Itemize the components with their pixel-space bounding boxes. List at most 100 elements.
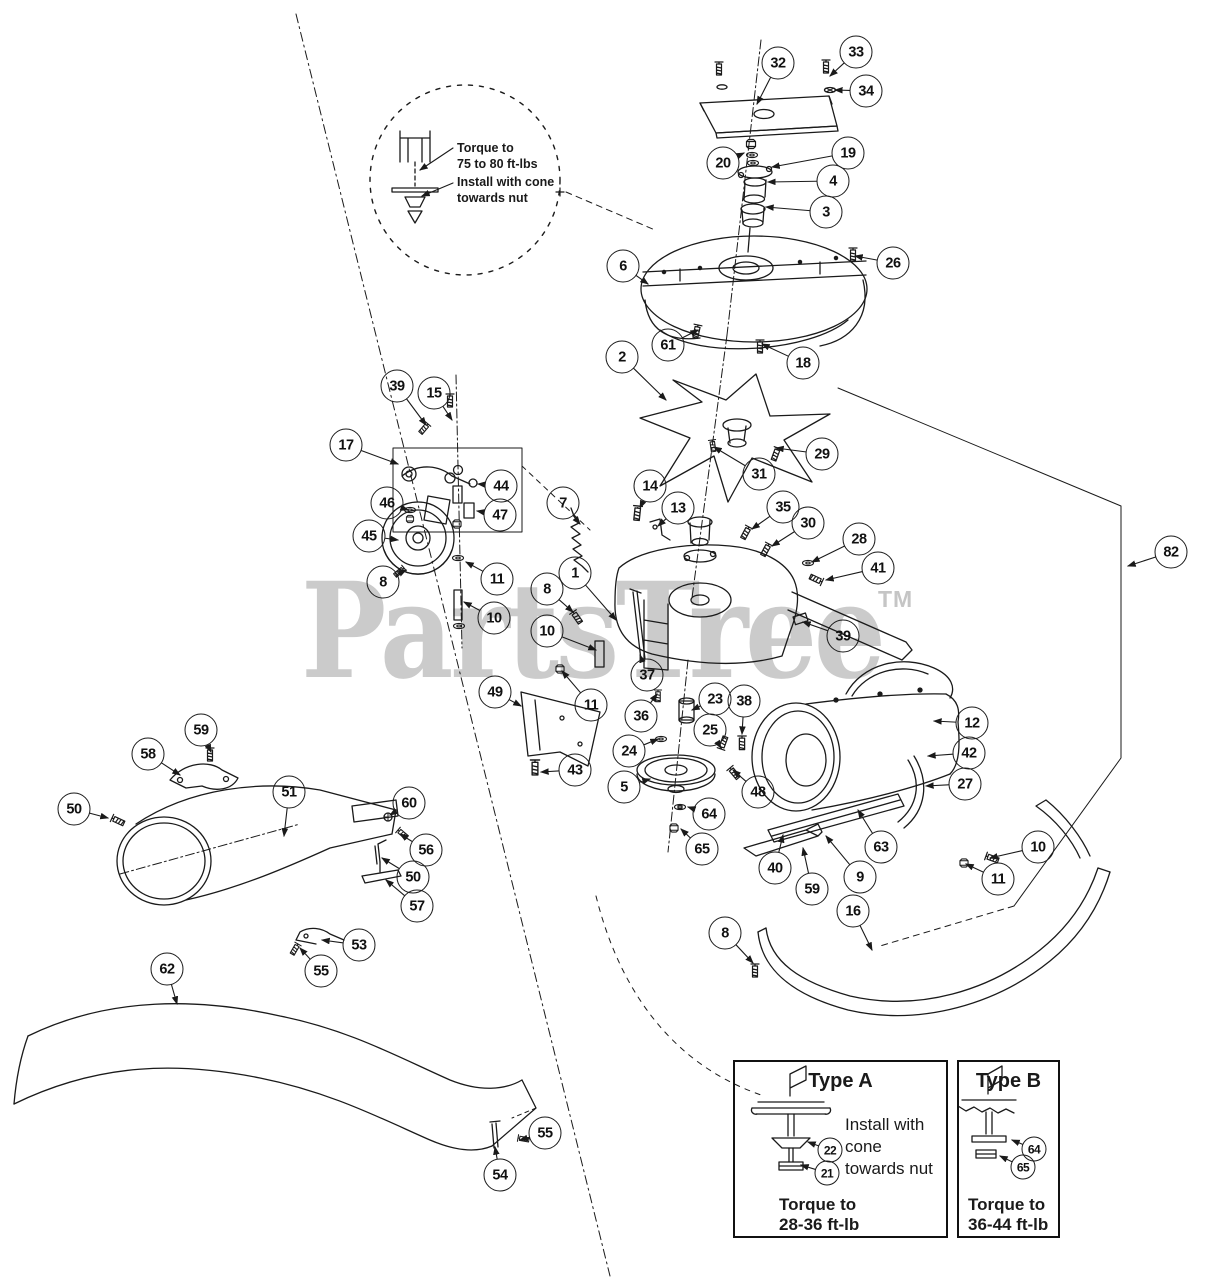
callout-29: 29: [805, 437, 839, 471]
leader-line-65: [680, 828, 691, 839]
callout-55: 55: [304, 954, 338, 988]
leader-line-8: [558, 599, 574, 613]
leader-line-12: [932, 718, 957, 725]
callout-25: 25: [693, 713, 727, 747]
callout-1: 1: [558, 556, 592, 590]
blower-tube: [726, 661, 960, 857]
leader-line-65: [999, 1155, 1013, 1163]
callout-40: 40: [758, 851, 792, 885]
callout-60: 60: [392, 786, 426, 820]
leader-line-1: [585, 584, 617, 621]
type-a-torque-line2: 28-36 ft-lb: [779, 1215, 860, 1234]
type-b-title: Type B: [975, 1070, 1042, 1092]
type-b-sketch: [957, 1065, 1017, 1159]
leader-line-11: [965, 863, 984, 873]
leader-line-3: [764, 204, 811, 212]
callout-14: 14: [633, 469, 667, 503]
callout-32: 32: [761, 46, 795, 80]
install-note-line2: towards nut: [457, 191, 528, 205]
leader-line-19: [770, 155, 833, 169]
callout-10: 10: [477, 601, 511, 635]
leader-line-58: [161, 762, 181, 776]
torque-note-bubble: [369, 84, 561, 276]
leader-line-55: [299, 947, 311, 960]
callout-5: 5: [607, 770, 641, 804]
leader-line-15: [442, 406, 453, 421]
callout-82: 82: [1154, 535, 1188, 569]
callout-12: 12: [955, 706, 989, 740]
leader-line-55: [518, 1134, 530, 1142]
callout-10: 10: [530, 614, 564, 648]
callout-18: 18: [786, 346, 820, 380]
type-a-title: Type A: [808, 1070, 873, 1092]
leader-line-36: [649, 693, 658, 704]
type-a-install-line2: cone: [845, 1137, 882, 1156]
elbow-tube: [109, 747, 410, 957]
leader-line-59: [801, 846, 810, 874]
callout-49: 49: [478, 675, 512, 709]
callout-38: 38: [727, 684, 761, 718]
leader-line-32: [756, 77, 772, 105]
callout-11: 11: [574, 688, 608, 722]
callout-22: 22: [817, 1137, 843, 1163]
leader-line-43: [539, 768, 560, 775]
callout-4: 4: [816, 164, 850, 198]
leader-line-9: [825, 835, 851, 865]
leader-line-16: [859, 925, 873, 951]
mounting-plate: [699, 59, 839, 139]
leader-line-64: [686, 806, 697, 813]
leader-line-25: [714, 739, 722, 749]
callout-57: 57: [400, 889, 434, 923]
callout-47: 47: [483, 498, 517, 532]
callout-59: 59: [795, 872, 829, 906]
leader-line-39: [406, 398, 427, 426]
callout-15: 15: [417, 376, 451, 410]
callout-55: 55: [528, 1116, 562, 1150]
leader-line-49: [508, 699, 522, 707]
callout-28: 28: [842, 522, 876, 556]
callout-46: 46: [370, 486, 404, 520]
leader-line-50: [89, 812, 110, 820]
type-b-torque-line2: 36-44 ft-lb: [968, 1215, 1049, 1234]
leader-line-6: [635, 275, 649, 285]
callout-42: 42: [952, 736, 986, 770]
callout-3: 3: [809, 195, 843, 229]
callout-33: 33: [839, 35, 873, 69]
callout-9: 9: [843, 860, 877, 894]
type-a-box: Type A Install with cone towards nut Tor…: [733, 1060, 948, 1238]
callout-59: 59: [184, 713, 218, 747]
leader-line-17: [360, 450, 400, 465]
leader-line-35: [751, 515, 771, 530]
spindle-assembly: [726, 39, 773, 336]
drive-pulley-column: [636, 659, 730, 853]
callout-8: 8: [530, 572, 564, 606]
type-a-install-line1: Install with: [845, 1115, 925, 1134]
leader-line-26: [853, 254, 878, 261]
leader-line-38: [739, 716, 746, 736]
callout-62: 62: [150, 952, 184, 986]
leader-line-59: [204, 743, 212, 754]
leader-line-56: [399, 833, 413, 842]
callout-30: 30: [791, 506, 825, 540]
leader-line-42: [926, 752, 954, 759]
callout-43: 43: [558, 753, 592, 787]
type-a-torque-line1: Torque to: [779, 1195, 857, 1214]
leader-line-61: [682, 329, 699, 339]
callout-37: 37: [630, 658, 664, 692]
callout-34: 34: [849, 74, 883, 108]
callout-35: 35: [766, 490, 800, 524]
leader-line-11: [561, 670, 581, 693]
leader-line-54: [493, 1145, 500, 1160]
callout-21: 21: [814, 1160, 840, 1186]
watermark-tm-mark: TM: [878, 586, 914, 612]
leader-line-63: [857, 809, 873, 834]
callout-31: 31: [742, 457, 776, 491]
torque-note-line1: Torque to: [457, 141, 514, 155]
callout-16: 16: [836, 894, 870, 928]
callout-13: 13: [661, 491, 695, 525]
leader-line-28: [811, 545, 845, 563]
callout-64: 64: [692, 797, 726, 831]
callout-65: 65: [1010, 1154, 1036, 1180]
